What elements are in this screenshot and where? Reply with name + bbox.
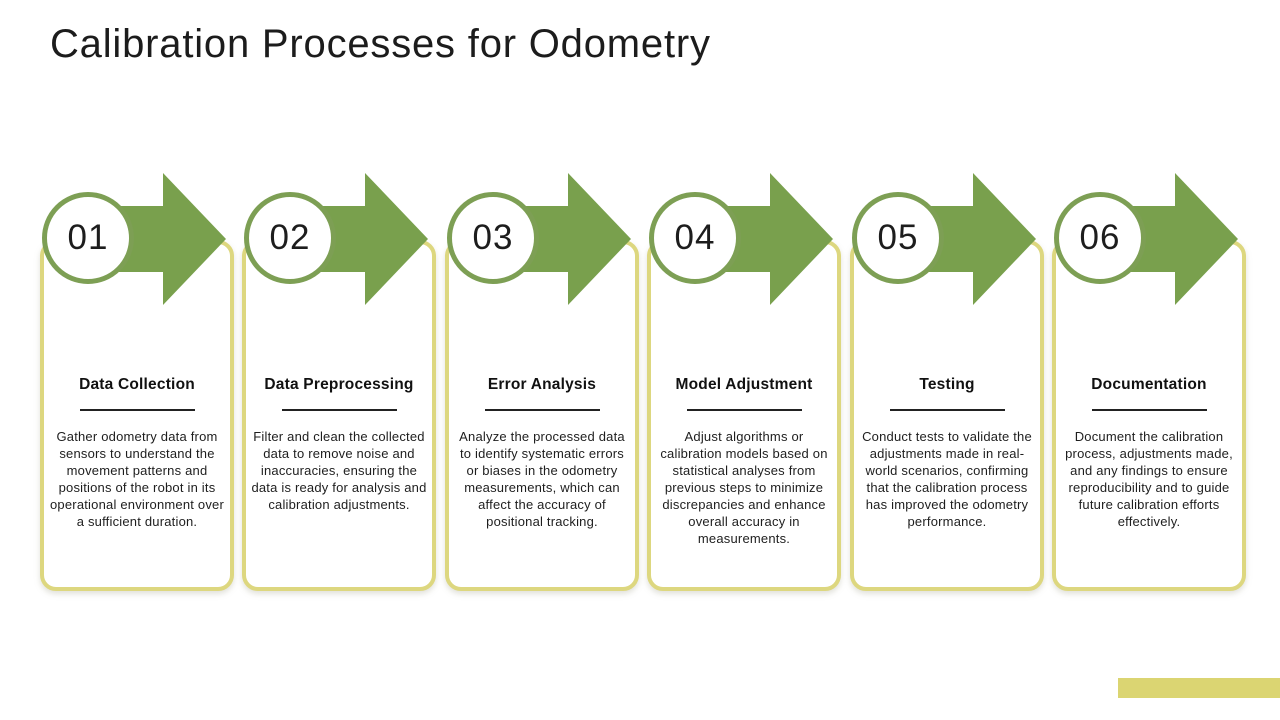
step-description: Conduct tests to validate the adjustment… — [862, 428, 1032, 529]
step-number-badge: 06 — [1054, 192, 1146, 284]
process-step-1: Data Collection Gather odometry data fro… — [40, 173, 242, 591]
step-card-content: Data Preprocessing Filter and clean the … — [246, 244, 432, 513]
title-divider — [484, 409, 600, 411]
flow-arrow-icon — [1175, 173, 1238, 305]
step-card-content: Testing Conduct tests to validate the ad… — [854, 244, 1040, 530]
flow-arrow-icon — [365, 173, 428, 305]
step-card: Model Adjustment Adjust algorithms or ca… — [647, 240, 841, 591]
step-title: Documentation — [1091, 376, 1207, 393]
step-number-badge: 02 — [244, 192, 336, 284]
step-title: Model Adjustment — [675, 376, 813, 393]
title-divider — [686, 409, 802, 411]
flow-arrow-icon — [770, 173, 833, 305]
step-card-content: Model Adjustment Adjust algorithms or ca… — [651, 244, 837, 547]
step-number: 03 — [472, 218, 514, 257]
process-step-2: Data Preprocessing Filter and clean the … — [242, 173, 444, 591]
step-number: 06 — [1079, 218, 1121, 257]
step-card-content: Error Analysis Analyze the processed dat… — [449, 244, 635, 530]
step-description: Filter and clean the collected data to r… — [251, 428, 427, 512]
title-divider — [889, 409, 1005, 411]
step-title: Testing — [919, 376, 975, 393]
step-description: Adjust algorithms or calibration models … — [660, 428, 828, 546]
step-title: Data Preprocessing — [264, 376, 414, 393]
step-description: Gather odometry data from sensors to und… — [50, 428, 224, 529]
step-number-badge: 05 — [852, 192, 944, 284]
step-description: Document the calibration process, adjust… — [1065, 428, 1233, 529]
page-title: Calibration Processes for Odometry — [50, 22, 711, 66]
process-step-6: Documentation Document the calibration p… — [1052, 173, 1254, 591]
process-step-4: Model Adjustment Adjust algorithms or ca… — [647, 173, 849, 591]
title-divider — [79, 409, 195, 411]
step-number: 02 — [269, 218, 311, 257]
process-step-5: Testing Conduct tests to validate the ad… — [850, 173, 1052, 591]
step-number-badge: 04 — [649, 192, 741, 284]
step-number-badge: 03 — [447, 192, 539, 284]
step-number: 05 — [877, 218, 919, 257]
title-divider — [281, 409, 397, 411]
step-number: 01 — [67, 218, 109, 257]
step-description: Analyze the processed data to identify s… — [459, 428, 625, 529]
flow-arrow-icon — [973, 173, 1036, 305]
flow-arrow-icon — [568, 173, 631, 305]
step-number-badge: 01 — [42, 192, 134, 284]
step-number: 04 — [674, 218, 716, 257]
process-step-3: Error Analysis Analyze the processed dat… — [445, 173, 647, 591]
step-title: Data Collection — [79, 376, 195, 393]
title-divider — [1091, 409, 1207, 411]
footer-accent-bar — [1118, 678, 1280, 698]
step-card-content: Documentation Document the calibration p… — [1056, 244, 1242, 530]
step-card-content: Data Collection Gather odometry data fro… — [44, 244, 230, 530]
step-title: Error Analysis — [487, 376, 597, 393]
flow-arrow-icon — [163, 173, 226, 305]
